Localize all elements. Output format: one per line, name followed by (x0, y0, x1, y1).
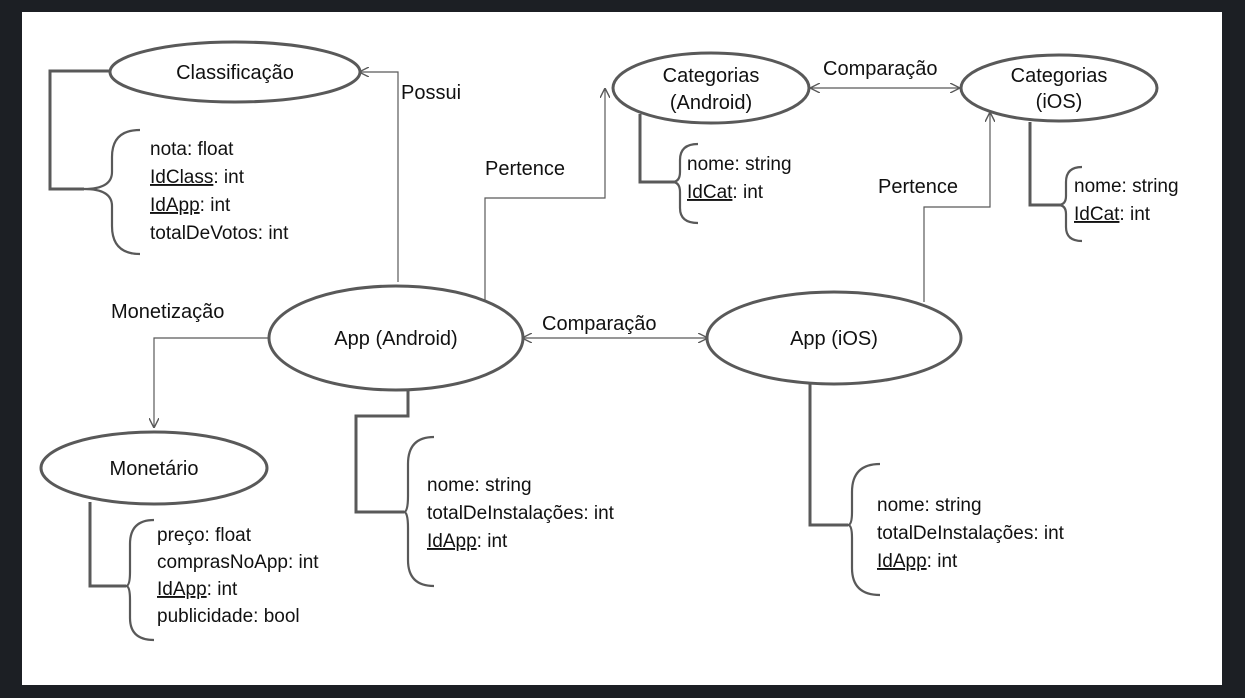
categorias-ios-attr-tie (1028, 122, 1062, 207)
entity-categorias-ios[interactable]: Categorias (iOS) (959, 53, 1159, 123)
monetizacao-line (154, 337, 269, 427)
attr-totaldeinstalacoes: totalDeInstalações: int (427, 503, 615, 524)
attrs-categorias-android: nome: string IdCat: int (687, 154, 792, 203)
categorias-android-name-line2: (Android) (670, 92, 752, 114)
attr-preco: preço: float (157, 525, 252, 546)
categorias-android-name-line1: Categorias (663, 65, 760, 87)
classificacao-name: Classificação (176, 62, 294, 84)
diagram-canvas: Classificação Categorias (Android) Categ… (22, 12, 1222, 685)
classificacao-attr-tie (48, 69, 110, 191)
attrs-app-android: nome: string totalDeInstalações: int IdA… (427, 475, 615, 552)
attr-totaldeinstalacoes: totalDeInstalações: int (877, 523, 1065, 544)
attr-idapp: IdApp: int (427, 531, 508, 552)
attrs-classificacao: nota: float IdClass: int IdApp: int tota… (150, 139, 289, 244)
attr-nome: nome: string (427, 475, 532, 496)
attr-idclass: IdClass: int (150, 167, 245, 188)
app-ios-attr-tie (808, 384, 848, 527)
possui-label: Possui (401, 82, 461, 104)
comparacao-apps-label: Comparação (542, 313, 657, 335)
er-diagram: Classificação Categorias (Android) Categ… (39, 40, 1179, 642)
pertence-ios-label: Pertence (878, 176, 958, 198)
categorias-android-attr-tie (638, 114, 675, 184)
attr-idcat: IdCat: int (687, 182, 764, 203)
app-ios-brace (847, 462, 881, 597)
comparacao-categorias-label: Comparação (823, 58, 938, 80)
attr-nome: nome: string (687, 154, 792, 175)
attr-idcat: IdCat: int (1074, 204, 1151, 225)
attr-comprasnoapp: comprasNoApp: int (157, 552, 319, 573)
attr-idapp: IdApp: int (877, 551, 958, 572)
relationship-labels: Possui Pertence Pertence Comparação Comp… (111, 58, 958, 335)
entity-app-android[interactable]: App (Android) (267, 284, 525, 392)
attrs-monetario: preço: float comprasNoApp: int IdApp: in… (157, 525, 319, 627)
attr-nota: nota: float (150, 139, 234, 160)
attr-publicidade: publicidade: bool (157, 606, 300, 627)
entity-monetario[interactable]: Monetário (39, 430, 269, 506)
categorias-ios-brace (1057, 165, 1083, 243)
app-android-brace (403, 435, 435, 588)
app-android-attr-tie (354, 390, 410, 514)
categorias-android-brace (671, 142, 699, 225)
pertence-android-line (484, 89, 605, 302)
attr-nome: nome: string (1074, 176, 1179, 197)
attrs-app-ios: nome: string totalDeInstalações: int IdA… (877, 495, 1065, 572)
categorias-ios-name-line1: Categorias (1011, 65, 1108, 87)
monetario-attr-tie (88, 502, 126, 588)
attrs-categorias-ios: nome: string IdCat: int (1074, 176, 1179, 225)
app-android-name: App (Android) (334, 328, 457, 350)
attr-nome: nome: string (877, 495, 982, 516)
attr-idapp: IdApp: int (150, 195, 231, 216)
monetario-name: Monetário (110, 458, 199, 480)
monetario-brace (125, 518, 155, 642)
entity-categorias-android[interactable]: Categorias (Android) (611, 51, 811, 125)
entity-app-ios[interactable]: App (iOS) (705, 290, 963, 386)
attribute-ties (48, 69, 1062, 588)
pertence-android-label: Pertence (485, 158, 565, 180)
possui-line (360, 72, 399, 282)
pertence-ios-line (923, 113, 990, 302)
categorias-ios-name-line2: (iOS) (1036, 91, 1083, 113)
app-ios-name: App (iOS) (790, 328, 878, 350)
attribute-braces (83, 128, 1083, 642)
monetizacao-label: Monetização (111, 301, 224, 323)
attr-idapp: IdApp: int (157, 579, 238, 600)
classificacao-brace (83, 128, 141, 256)
attr-totaldevotos: totalDeVotos: int (150, 223, 289, 244)
entity-classificacao[interactable]: Classificação (108, 40, 362, 104)
relationship-lines (154, 72, 990, 427)
